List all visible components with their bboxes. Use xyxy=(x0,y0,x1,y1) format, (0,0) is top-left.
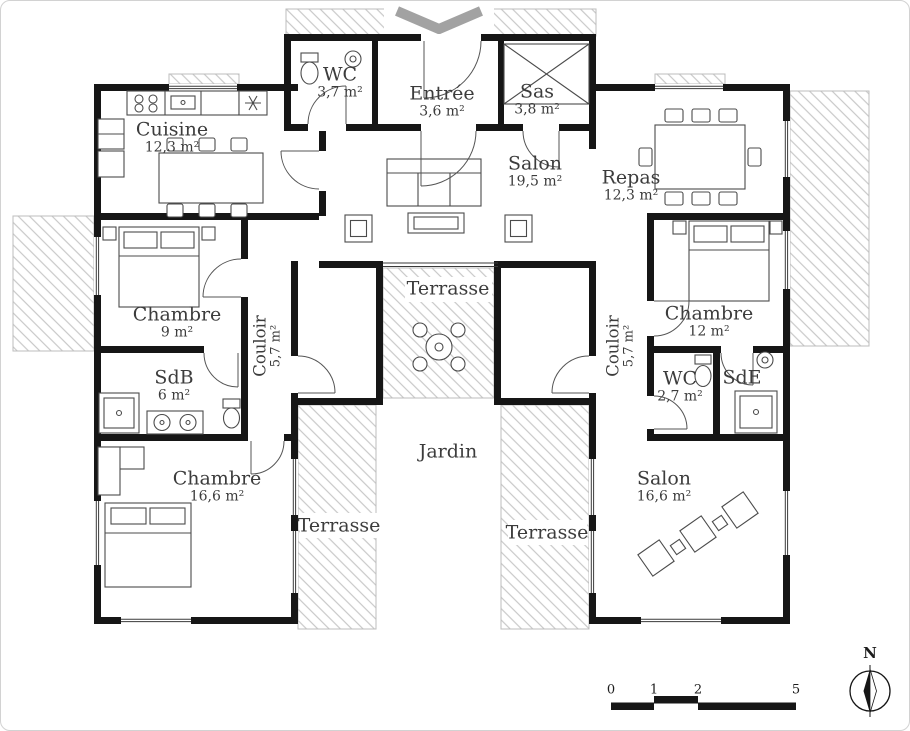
chambre-16-furniture xyxy=(97,446,192,588)
room-label-chambre-12: Chambre 12 m² xyxy=(664,302,754,340)
scale-tick-5: 5 xyxy=(791,682,801,698)
room-label-couloir-gauche: Couloir 5,7 m² xyxy=(250,315,284,377)
sde-furniture xyxy=(734,351,778,434)
terrace-hatch-east xyxy=(789,90,870,347)
label-chips xyxy=(300,277,587,545)
room-label-couloir-droit: Couloir 5,7 m² xyxy=(603,315,637,377)
room-label-chambre-9: Chambre 9 m² xyxy=(132,303,222,341)
salon-16-furniture xyxy=(637,491,759,577)
sliding-door-salon-terrasse xyxy=(383,262,498,267)
room-label-jardin: Jardin xyxy=(418,440,478,463)
sas-closet xyxy=(503,43,590,105)
room-label-terrasse-centre: Terrasse xyxy=(406,277,490,300)
room-label-terrasse-sud-ouest: Terrasse xyxy=(297,514,381,537)
salon-furniture xyxy=(344,158,533,243)
terrace-hatch-north-west-strip xyxy=(168,73,240,85)
north-compass xyxy=(849,665,891,717)
terrace-hatch-north-east-strip xyxy=(654,73,726,85)
room-label-terrasse-sud-est: Terrasse xyxy=(505,521,589,544)
scale-bar xyxy=(611,696,796,710)
compass-north-label: N xyxy=(863,644,877,662)
room-label-wc-haut: WC 3,7 m² xyxy=(317,63,363,101)
wall-openings xyxy=(204,34,753,441)
windows xyxy=(94,84,790,624)
entrance-arrow-icon xyxy=(384,5,494,36)
room-label-chambre-16: Chambre 16,6 m² xyxy=(172,467,262,505)
door-swings xyxy=(202,40,754,475)
repas-furniture xyxy=(638,108,762,206)
wc-top-furniture xyxy=(300,50,362,85)
room-label-salon-16: Salon 16,6 m² xyxy=(636,467,692,505)
room-label-sas: Sas 3,8 m² xyxy=(514,80,560,118)
room-label-cuisine: Cuisine 12,3 m² xyxy=(135,118,209,156)
chambre-9-furniture xyxy=(102,226,216,308)
terrace-hatch-south-east xyxy=(500,404,590,630)
chambre-12-furniture xyxy=(672,220,783,302)
room-label-repas: Repas 12,3 m² xyxy=(601,166,661,204)
wc-right-furniture xyxy=(694,354,712,388)
room-label-wc-droit: WC 2,7 m² xyxy=(657,367,703,405)
room-label-sde: SdE xyxy=(722,366,762,389)
room-label-entree: Entrée 3,6 m² xyxy=(409,82,475,120)
room-label-sdb: SdB 6 m² xyxy=(154,366,194,404)
sdb-furniture xyxy=(98,392,241,435)
scale-tick-0: 0 xyxy=(606,682,616,698)
cuisine-furniture xyxy=(97,90,268,218)
scale-tick-2: 2 xyxy=(693,682,703,698)
terrace-hatch-west xyxy=(12,215,95,352)
room-label-salon: Salon 19,5 m² xyxy=(507,152,563,190)
scale-tick-1: 1 xyxy=(649,682,659,698)
terrasse-furniture xyxy=(412,322,466,372)
